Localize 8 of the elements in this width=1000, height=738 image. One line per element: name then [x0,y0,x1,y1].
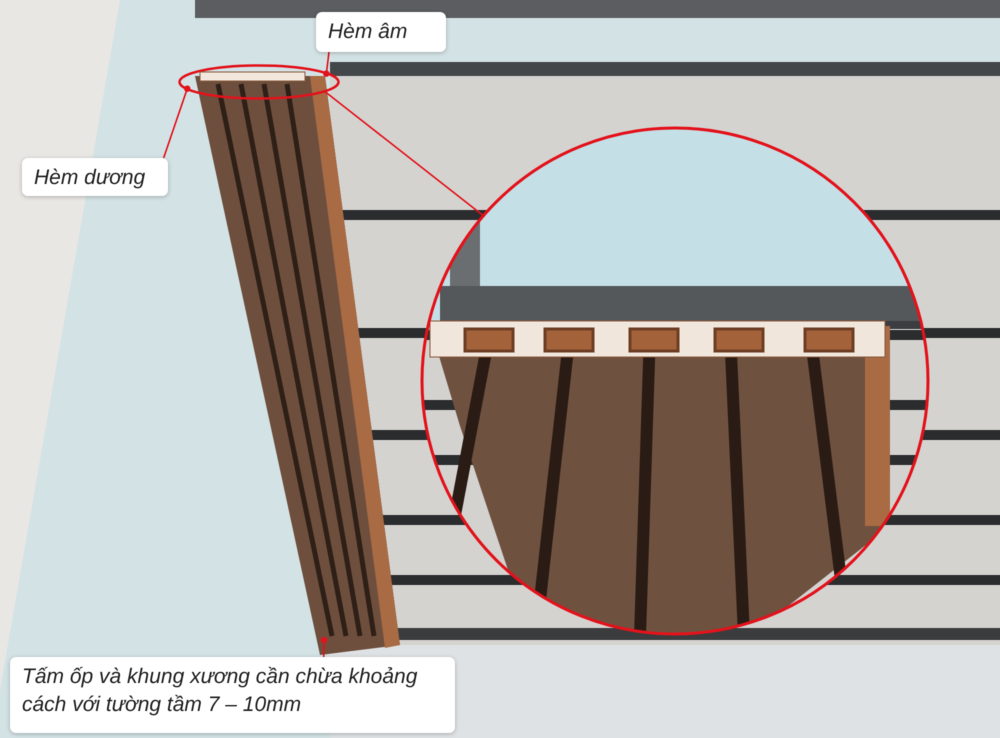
callout-label: Hèm dương [22,158,168,196]
callout-label: Tấm ốp và khung xương cần chừa khoảng cách với tường tầm 7 – 10mm [10,657,455,733]
highlight-ellipse [178,64,340,100]
callout-label: Hèm âm [316,12,446,52]
zoom-line [324,90,484,216]
leader-line [323,52,330,77]
leader-line [320,636,328,658]
leader-line [162,86,190,158]
